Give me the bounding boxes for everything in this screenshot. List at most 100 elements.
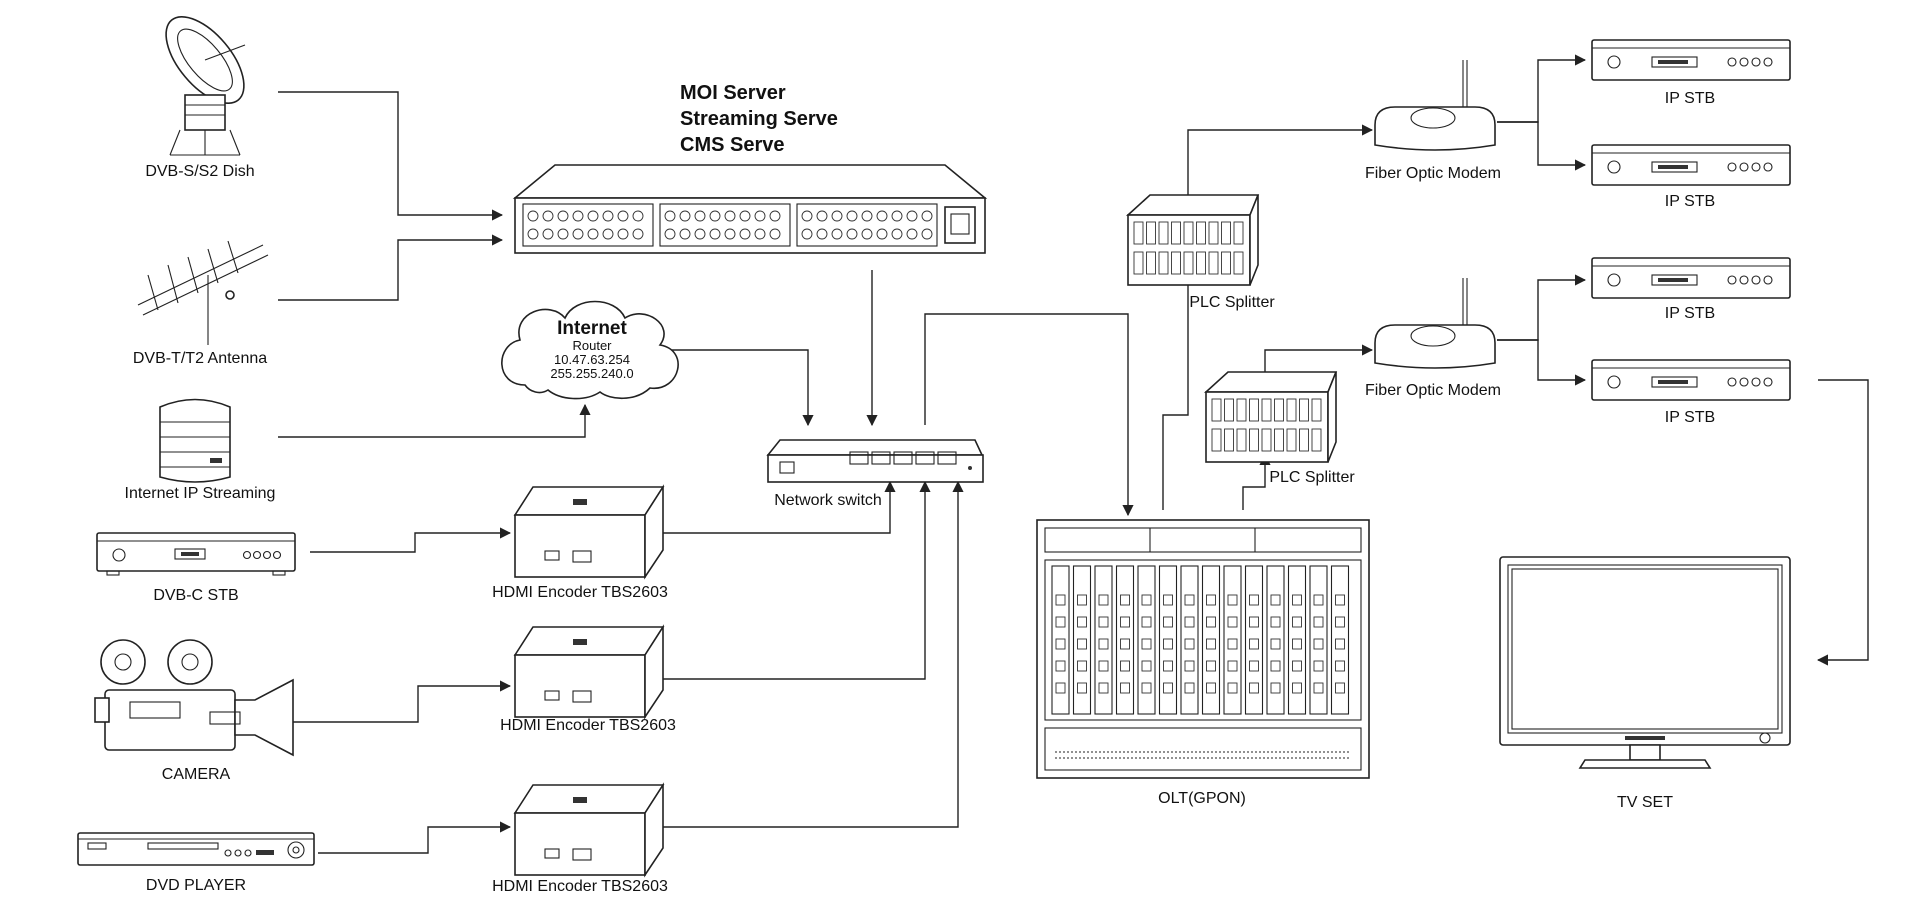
olt-slot-card bbox=[1266, 565, 1285, 715]
splitter-adapter bbox=[1221, 251, 1231, 275]
label-modem2: Fiber Optic Modem bbox=[1365, 382, 1501, 399]
olt-port bbox=[1335, 638, 1345, 650]
olt-port bbox=[1055, 660, 1066, 672]
label-dvd: DVD PLAYER bbox=[146, 877, 246, 894]
olt-port bbox=[1120, 682, 1130, 694]
olt-slot-card bbox=[1244, 565, 1264, 715]
olt-port bbox=[1120, 660, 1130, 672]
olt-port bbox=[1227, 682, 1238, 694]
server-port bbox=[542, 210, 554, 222]
plc-splitter-icon bbox=[1203, 371, 1338, 463]
server-port bbox=[664, 210, 676, 222]
server-port bbox=[846, 228, 858, 240]
hdmi-encoder-icon bbox=[513, 484, 665, 580]
server-title-line3: CMS Serve bbox=[680, 134, 785, 156]
splitter-adapter bbox=[1311, 428, 1322, 452]
server-title: MOI Server Streaming Serve CMS Serve bbox=[680, 82, 838, 156]
server-port bbox=[801, 210, 813, 222]
server-port bbox=[831, 210, 843, 222]
server-port bbox=[632, 210, 644, 222]
server-port bbox=[816, 228, 828, 240]
olt-slot-card bbox=[1115, 565, 1135, 715]
olt-port bbox=[1313, 594, 1324, 606]
olt-port bbox=[1184, 616, 1195, 628]
olt-port bbox=[1141, 682, 1152, 694]
rack-server-icon bbox=[512, 164, 988, 254]
olt-port bbox=[1270, 682, 1281, 694]
dvd-player-icon bbox=[77, 832, 315, 866]
olt-port bbox=[1206, 660, 1216, 672]
olt-slot-card bbox=[1330, 565, 1350, 715]
olt-port bbox=[1227, 594, 1238, 606]
plc-splitter-icon bbox=[1125, 194, 1260, 286]
network-switch-icon bbox=[766, 439, 984, 483]
server-port bbox=[906, 210, 918, 222]
olt-port bbox=[1292, 660, 1302, 672]
olt-slot-card bbox=[1287, 565, 1307, 715]
antenna-icon bbox=[137, 240, 269, 345]
wire-modem1-stb1 bbox=[1497, 54, 1587, 123]
olt-slot-card bbox=[1094, 565, 1113, 715]
wire-stb4-tv bbox=[1816, 379, 1869, 666]
olt-port bbox=[1270, 638, 1281, 650]
olt-port bbox=[1270, 594, 1281, 606]
cloud-icon: Internet Router 10.47.63.254 255.255.240… bbox=[501, 300, 679, 400]
internet-title: Internet bbox=[557, 318, 627, 339]
wire-modem1-stb2 bbox=[1497, 121, 1587, 171]
olt-port bbox=[1098, 594, 1109, 606]
wire-internet-switch bbox=[672, 349, 814, 427]
olt-port bbox=[1163, 660, 1173, 672]
server-port bbox=[891, 228, 903, 240]
server-port bbox=[769, 210, 781, 222]
olt-port bbox=[1206, 682, 1216, 694]
server-port bbox=[724, 228, 736, 240]
server-port bbox=[754, 210, 766, 222]
olt-port bbox=[1163, 594, 1173, 606]
server-port bbox=[921, 210, 933, 222]
olt-port bbox=[1141, 660, 1152, 672]
server-port bbox=[572, 210, 584, 222]
server-port bbox=[632, 228, 644, 240]
splitter-adapter bbox=[1133, 251, 1144, 275]
splitter-adapter bbox=[1211, 428, 1222, 452]
ip-streaming-server-icon bbox=[159, 398, 231, 483]
wire-switch-olt bbox=[924, 313, 1134, 517]
splitter-adapter bbox=[1133, 221, 1144, 245]
olt-port bbox=[1335, 594, 1345, 606]
splitter-adapter bbox=[1261, 428, 1272, 452]
splitter-adapter bbox=[1171, 221, 1181, 245]
splitter-adapter bbox=[1146, 221, 1156, 245]
olt-port bbox=[1077, 594, 1087, 606]
wire-olt-splitter1 bbox=[1162, 285, 1189, 510]
olt-slot-card bbox=[1223, 565, 1242, 715]
satellite-dish-icon bbox=[165, 16, 246, 156]
server-port bbox=[739, 210, 751, 222]
server-port bbox=[739, 228, 751, 240]
olt-port bbox=[1120, 616, 1130, 628]
olt-port bbox=[1120, 638, 1130, 650]
server-title-line2: Streaming Serve bbox=[680, 108, 838, 130]
label-stb4: IP STB bbox=[1665, 409, 1715, 426]
server-port bbox=[861, 228, 873, 240]
olt-port bbox=[1335, 682, 1345, 694]
server-port bbox=[679, 210, 691, 222]
label-camera: CAMERA bbox=[162, 766, 231, 783]
olt-port bbox=[1141, 616, 1152, 628]
olt-port bbox=[1206, 616, 1216, 628]
olt-slot-card bbox=[1072, 565, 1092, 715]
olt-port bbox=[1227, 638, 1238, 650]
olt-port bbox=[1292, 616, 1302, 628]
label-stb1: IP STB bbox=[1665, 90, 1715, 107]
splitter-adapter bbox=[1224, 398, 1234, 422]
wire-encoder3-switch bbox=[662, 480, 964, 828]
wire-camera-encoder2 bbox=[285, 680, 512, 723]
film-camera-icon bbox=[94, 639, 294, 757]
server-port bbox=[527, 228, 539, 240]
connection-lines bbox=[278, 54, 1869, 854]
server-port bbox=[816, 210, 828, 222]
wire-dish-server bbox=[278, 91, 504, 221]
splitter-adapter bbox=[1249, 398, 1259, 422]
fiber-modem-icon bbox=[1374, 60, 1496, 151]
set-top-box-icon bbox=[1591, 257, 1791, 299]
olt-port bbox=[1313, 638, 1324, 650]
